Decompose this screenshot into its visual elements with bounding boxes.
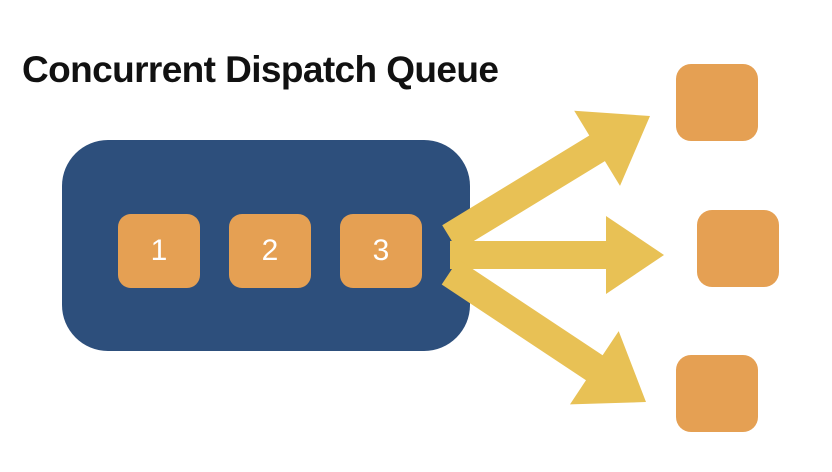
task-tile-2-label: 2 <box>261 234 279 267</box>
dispatch-arrow-right-icon <box>450 216 664 294</box>
page-title: Concurrent Dispatch Queue <box>22 49 499 90</box>
dispatch-arrow-down-icon <box>441 259 646 405</box>
task-tile-2: 2 <box>229 214 311 288</box>
task-tile-3-label: 3 <box>372 234 390 267</box>
worker-tile-top <box>676 64 758 141</box>
task-tile-1: 1 <box>118 214 200 288</box>
worker-tile-bottom <box>676 355 758 432</box>
task-tile-1-label: 1 <box>150 234 168 267</box>
task-tile-3: 3 <box>340 214 422 288</box>
dispatch-arrow-up-icon <box>442 110 650 251</box>
worker-tile-middle <box>697 210 779 287</box>
